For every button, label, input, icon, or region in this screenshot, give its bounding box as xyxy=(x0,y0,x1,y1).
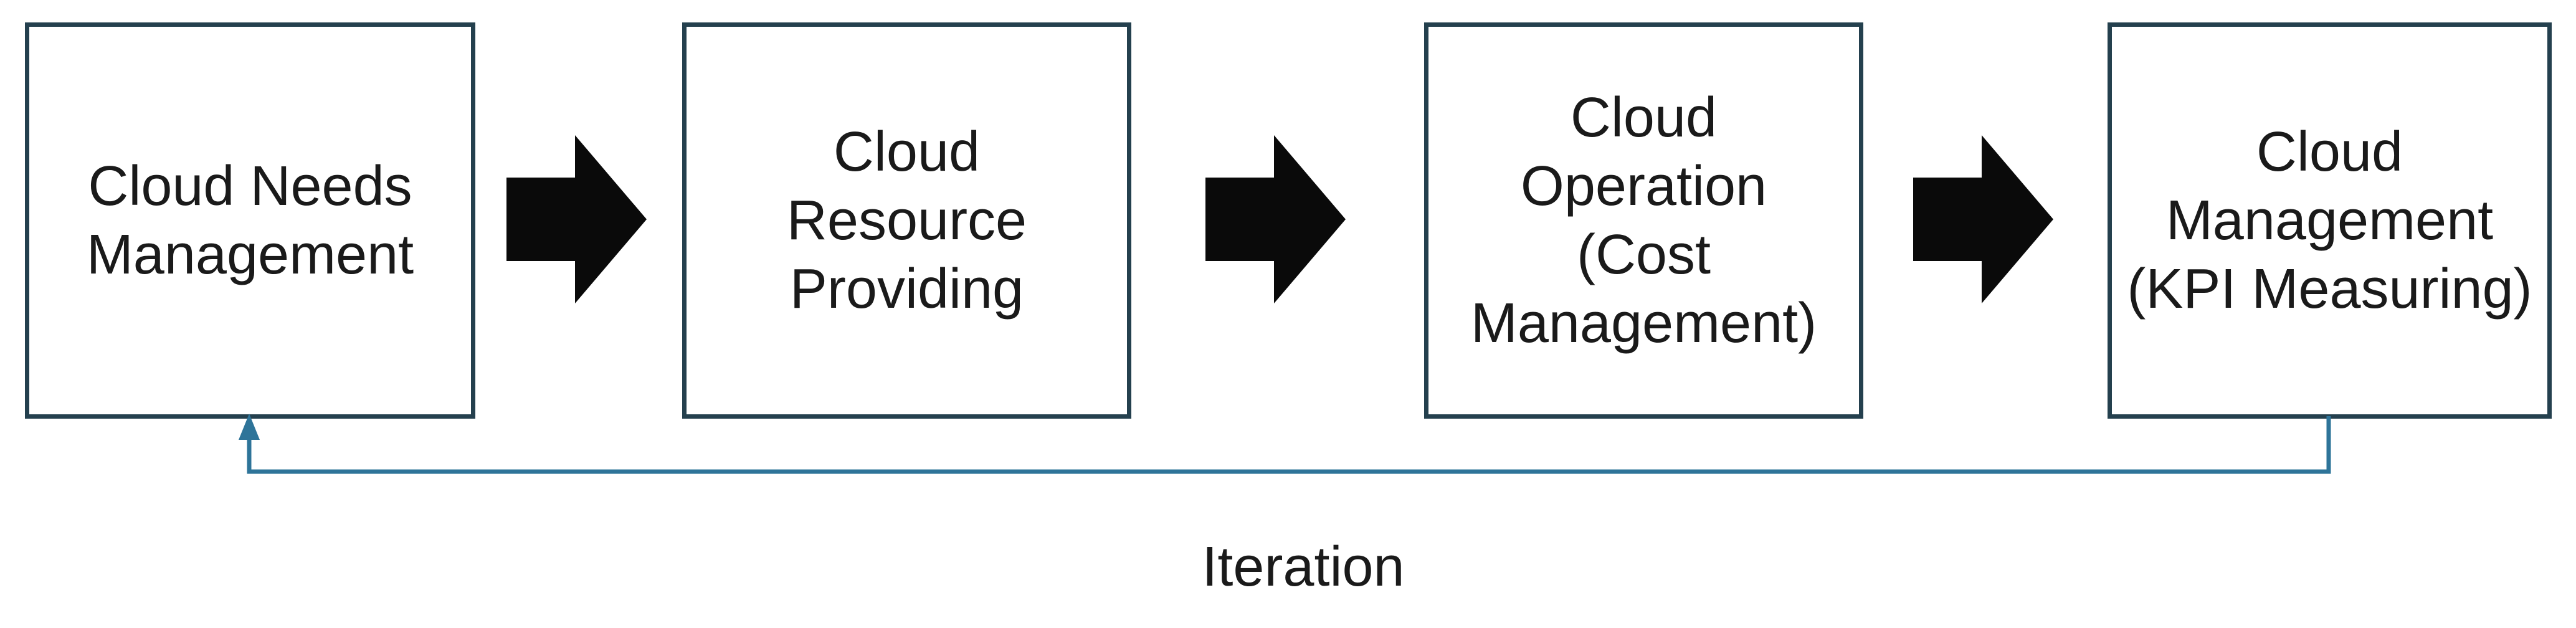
flow-arrow-icon xyxy=(1205,135,1346,303)
iteration-loop-line xyxy=(247,416,2331,474)
process-box-label: Cloud Management (KPI Measuring) xyxy=(2127,121,2532,320)
iteration-label: Iteration xyxy=(1202,536,1405,598)
process-box-label: Cloud Resource Providing xyxy=(786,121,1027,320)
process-box-label: Cloud Operation (Cost Management) xyxy=(1470,87,1817,354)
flow-arrow-icon xyxy=(1913,135,2053,303)
process-box-cloud-management-kpi-measuring: Cloud Management (KPI Measuring) xyxy=(2108,22,2552,419)
process-box-cloud-needs-management: Cloud Needs Management xyxy=(25,22,475,419)
process-box-cloud-resource-providing: Cloud Resource Providing xyxy=(682,22,1131,419)
process-box-label: Cloud Needs Management xyxy=(86,155,414,286)
flow-arrow-icon xyxy=(506,135,647,303)
process-box-cloud-operation-cost-management: Cloud Operation (Cost Management) xyxy=(1424,22,1863,419)
